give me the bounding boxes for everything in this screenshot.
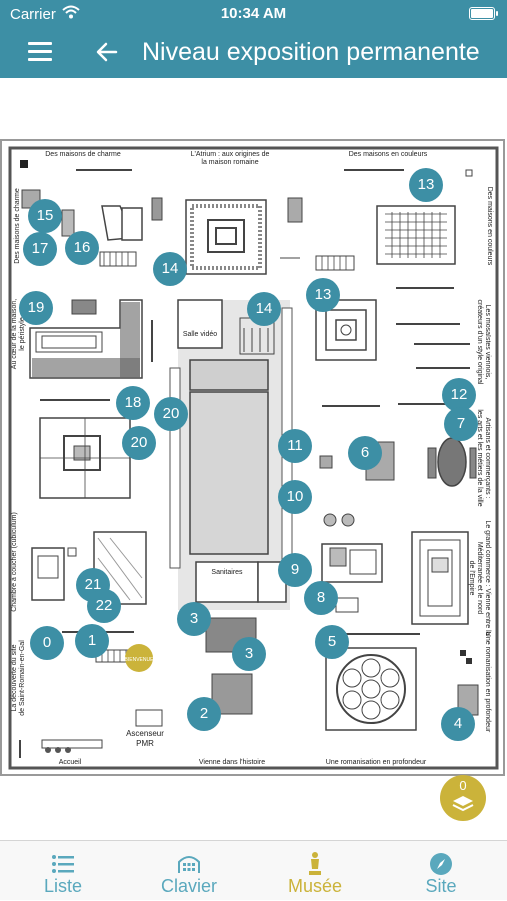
exhibit-marker-1[interactable]: 1 — [75, 624, 109, 658]
exhibit-marker-4[interactable]: 4 — [441, 707, 475, 741]
exhibit-marker-18[interactable]: 18 — [116, 386, 150, 420]
label-commerce: Le grand commerce : Vienne entre la — [484, 520, 491, 635]
exhibit-marker-20[interactable]: 20 — [154, 397, 188, 431]
label-atrium: L'Atrium : aux origines de — [191, 151, 270, 158]
exhibit-marker-0[interactable]: 0 — [30, 626, 64, 660]
label-commerce: de l'Empire — [468, 561, 475, 596]
exhibit-marker-12[interactable]: 12 — [442, 378, 476, 412]
clock: 10:34 AM — [220, 5, 287, 22]
label-decouverte: de Saint-Romain-en-Gal — [19, 640, 26, 716]
label-maisons-couleurs-side: Des maisons en couleurs — [486, 187, 493, 266]
label-maisons-charme: Des maisons de charme — [45, 151, 121, 158]
label-romanisation-side: Une romanisation en profondeur — [484, 632, 491, 733]
layers-icon — [452, 796, 474, 812]
wifi-icon — [62, 5, 80, 19]
floor-layers-button[interactable]: 0 — [440, 775, 486, 821]
label-mosaistes: Les mosaïstes viennois, — [484, 305, 491, 380]
label-artisans: les arts et les métiers de la ville — [476, 409, 483, 506]
tab-clavier[interactable]: Clavier — [126, 841, 252, 901]
carrier-label: Carrier — [10, 6, 56, 23]
bedroom-exhibit — [31, 547, 65, 601]
label-salle-video: Salle vidéo — [183, 331, 217, 338]
battery-icon — [469, 7, 498, 20]
label-decouverte: La découverte du site — [11, 644, 18, 711]
menu-bar-line — [28, 58, 52, 61]
boat-model — [437, 437, 467, 487]
exhibit-marker-9[interactable]: 9 — [278, 553, 312, 587]
page-title: Niveau exposition permanente — [142, 38, 480, 66]
exhibit-marker-11[interactable]: 11 — [278, 429, 312, 463]
exhibit-marker-15[interactable]: 15 — [28, 199, 62, 233]
video-room — [177, 299, 223, 349]
tab-label: Site — [425, 876, 457, 896]
status-bar: Carrier 10:34 AM — [0, 0, 507, 28]
exhibit-marker-17[interactable]: 17 — [23, 232, 57, 266]
hall-block — [189, 359, 269, 391]
exhibit-marker-5[interactable]: 5 — [315, 625, 349, 659]
label-sanitaires: Sanitaires — [211, 569, 243, 576]
tab-liste[interactable]: Liste — [0, 841, 126, 901]
exhibit-marker-13[interactable]: 13 — [306, 278, 340, 312]
exhibit-marker-13[interactable]: 13 — [409, 168, 443, 202]
atrium-exhibit — [185, 199, 267, 275]
museum-floor-map[interactable]: BIENVENUE Des maisons de charme L'Atrium… — [0, 78, 507, 840]
exhibit-marker-22[interactable]: 22 — [87, 589, 121, 623]
exhibit-marker-3[interactable]: 3 — [232, 637, 266, 671]
exhibit-marker-14[interactable]: 14 — [153, 252, 187, 286]
keypad-icon — [178, 856, 200, 873]
exhibit-marker-6[interactable]: 6 — [348, 436, 382, 470]
label-maisons-charme-side: Des maisons de charme — [14, 188, 21, 264]
welcome-point — [125, 644, 153, 672]
toilets-room — [195, 561, 259, 603]
exhibit-marker-10[interactable]: 10 — [278, 480, 312, 514]
label-accueil: Accueil — [59, 759, 82, 766]
exhibit-marker-16[interactable]: 16 — [65, 231, 99, 265]
exhibit-marker-14[interactable]: 14 — [247, 292, 281, 326]
label-mosaistes: créateurs d'un style original — [476, 300, 483, 385]
statue-icon — [309, 852, 321, 875]
tab-label: Liste — [43, 876, 83, 896]
list-icon — [52, 855, 74, 873]
vitrine-column — [169, 367, 181, 569]
label-vienne-histoire: Vienne dans l'histoire — [199, 759, 265, 766]
exhibit-marker-3[interactable]: 3 — [177, 602, 211, 636]
label-romanisation: Une romanisation en profondeur — [326, 759, 427, 766]
exhibit-marker-7[interactable]: 7 — [444, 407, 478, 441]
label-ascenseur: PMR — [136, 739, 154, 748]
tab-label: Clavier — [160, 876, 217, 896]
menu-button[interactable] — [28, 42, 52, 62]
label-coeur: le péristyle — [19, 317, 26, 351]
tab-musee[interactable]: Musée — [252, 841, 378, 901]
tab-site[interactable]: Site — [378, 841, 504, 901]
menu-bar-line — [28, 42, 52, 45]
label-atrium: la maison romaine — [201, 159, 258, 166]
exhibit-marker-19[interactable]: 19 — [19, 291, 53, 325]
tab-bar: Liste Clavier Musée Site — [0, 840, 507, 900]
round-mosaic — [325, 647, 417, 731]
exhibit-marker-8[interactable]: 8 — [304, 581, 338, 615]
exhibit-marker-2[interactable]: 2 — [187, 697, 221, 731]
label-commerce: Méditerranée et le nord — [476, 542, 483, 614]
exhibit-marker-20[interactable]: 20 — [122, 426, 156, 460]
welcome-label: BIENVENUE — [125, 657, 155, 663]
label-maisons-couleurs: Des maisons en couleurs — [349, 151, 428, 158]
hall-block — [189, 391, 269, 555]
layer-count: 0 — [459, 778, 467, 793]
menu-bar-line — [28, 50, 52, 53]
compass-icon — [430, 853, 452, 875]
label-chambre: Chambre à coucher (cubiculum) — [11, 512, 18, 612]
building-wall — [8, 146, 499, 770]
stele-exhibit — [411, 531, 469, 625]
tab-label: Musée — [287, 876, 343, 896]
label-ascenseur: Ascenseur — [126, 729, 164, 738]
label-coeur: Au cœur de la maison, — [11, 299, 18, 369]
back-arrow-icon[interactable] — [94, 39, 120, 65]
nav-bar: Niveau exposition permanente — [0, 28, 507, 78]
label-artisans: Artisans et commerçants : — [484, 418, 491, 499]
